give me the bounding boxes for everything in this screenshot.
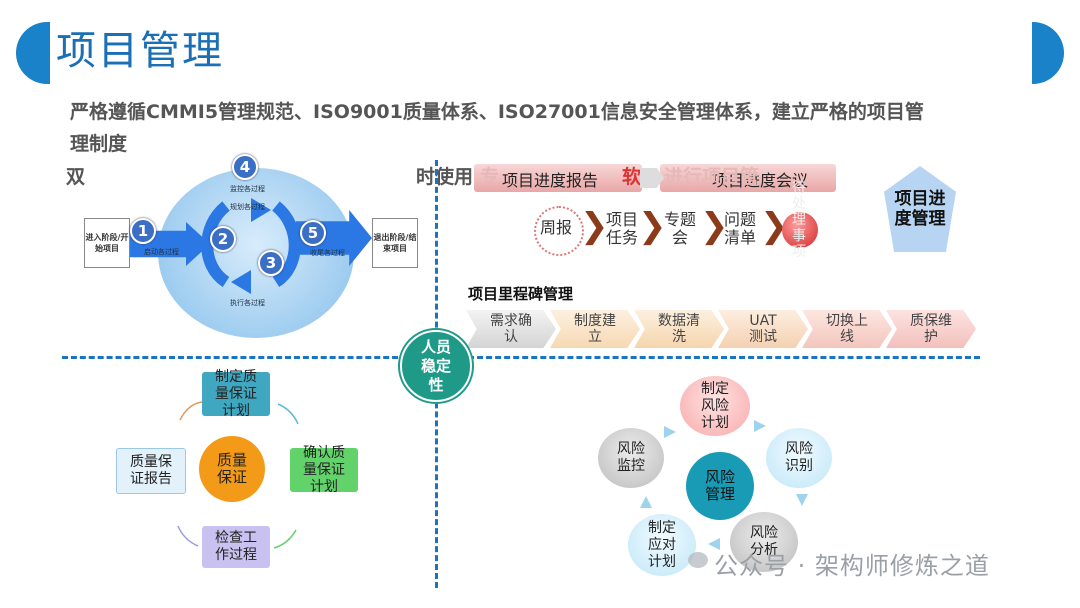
- intro-line-1: 严格遵循CMMI5管理规范、ISO9001质量体系、ISO27001信息安全管理…: [70, 101, 924, 123]
- progress-management-badge: 项目进度管理: [884, 166, 956, 252]
- fragment-mid: 时使用: [416, 166, 474, 188]
- step-5-badge: 5: [300, 220, 326, 246]
- report-to-meeting-arrow: [640, 168, 664, 188]
- page-title: 项目管理: [56, 28, 224, 74]
- step-1-badge: 1: [130, 218, 156, 244]
- progress-report-bar: [474, 164, 642, 192]
- pending-items-circle: [782, 212, 818, 248]
- step-3-badge: 3: [258, 250, 284, 276]
- qa-center-circle: 质量保证: [199, 436, 265, 502]
- title-accent-right: [1032, 22, 1064, 84]
- risk-center-circle: 风险管理: [686, 452, 754, 520]
- risk-cycle-arrow-icon: [796, 494, 808, 506]
- step-4-badge: 4: [232, 154, 258, 180]
- chevron-icon: ❯: [700, 206, 729, 246]
- step-3-label: 执行各过程: [230, 299, 265, 307]
- enter-phase-box: 进入阶段/开始项目: [84, 218, 130, 268]
- weekly-report-ring: [534, 206, 584, 256]
- qa-plan-box: 制定质量保证计划: [202, 369, 270, 419]
- qa-check-box: 检查工作过程: [202, 526, 270, 568]
- planning-executing-loop: [201, 198, 301, 294]
- horizontal-divider-left: [62, 356, 407, 359]
- watermark-text: 公众号 · 架构师修炼之道: [714, 552, 990, 580]
- chevron-icon: ❯: [638, 206, 667, 246]
- step-1-label: 启动各过程: [144, 248, 179, 256]
- qa-confirm-box: 确认质量保证计划: [290, 445, 358, 495]
- risk-cycle-arrow-icon: [754, 420, 766, 432]
- flow-pending-items: 待处理事项: [792, 180, 806, 260]
- flow-issue-list: 问题清单: [723, 210, 756, 247]
- risk-monitor-circle: 风险监控: [598, 428, 664, 488]
- progress-meeting-label: 项目进度会议: [712, 171, 809, 190]
- milestone-system: 制度建立: [550, 310, 640, 348]
- fragment-soft: 软: [622, 166, 642, 188]
- wechat-icon: [688, 552, 708, 568]
- flow-topic-meeting: 专题会: [663, 210, 696, 247]
- horizontal-divider-right: [468, 356, 980, 359]
- fragment-left: 双: [66, 166, 86, 188]
- step-2-badge: 2: [210, 226, 236, 252]
- step-2-label: 规划各过程: [230, 203, 265, 211]
- step-5-label: 收尾各过程: [310, 249, 345, 257]
- progress-report-label: 项目进度报告: [502, 171, 599, 190]
- chevron-icon: ❯: [580, 206, 609, 246]
- progress-meeting-bar: [660, 164, 836, 192]
- risk-plan-circle: 制定风险计划: [680, 376, 750, 436]
- flow-weekly-report: 周报: [540, 218, 573, 237]
- risk-cycle-arrow-icon: [640, 496, 652, 508]
- milestone-data-cleaning: 数据清洗: [634, 310, 724, 348]
- risk-analyze-circle: 风险分析: [730, 512, 798, 572]
- qa-cycle-arrows: [177, 401, 299, 549]
- personnel-stability-circle: 人员稳定性: [400, 330, 472, 402]
- exit-phase-box: 退出阶段/结束项目: [372, 218, 418, 268]
- milestone-requirements: 需求确认: [466, 310, 556, 348]
- milestone-title: 项目里程碑管理: [468, 285, 574, 303]
- title-accent-left: [16, 22, 50, 84]
- risk-cycle-arrow-icon: [664, 426, 676, 438]
- intro-line-2: 理制度: [70, 133, 128, 155]
- fragment-tail: 进行项目管: [664, 166, 760, 188]
- risk-identify-circle: 风险识别: [766, 428, 832, 488]
- risk-response-circle: 制定应对计划: [628, 514, 696, 576]
- intro-text: 严格遵循CMMI5管理规范、ISO9001质量体系、ISO27001信息安全管理…: [70, 96, 980, 160]
- flow-project-tasks: 项目任务: [605, 210, 638, 247]
- fragment-overlay: 专: [480, 166, 500, 188]
- milestone-go-live: 切换上线: [802, 310, 892, 348]
- milestone-warranty: 质保维护: [886, 310, 976, 348]
- qa-report-box: 质量保证报告: [116, 448, 186, 494]
- step-4-label: 监控各过程: [230, 185, 265, 193]
